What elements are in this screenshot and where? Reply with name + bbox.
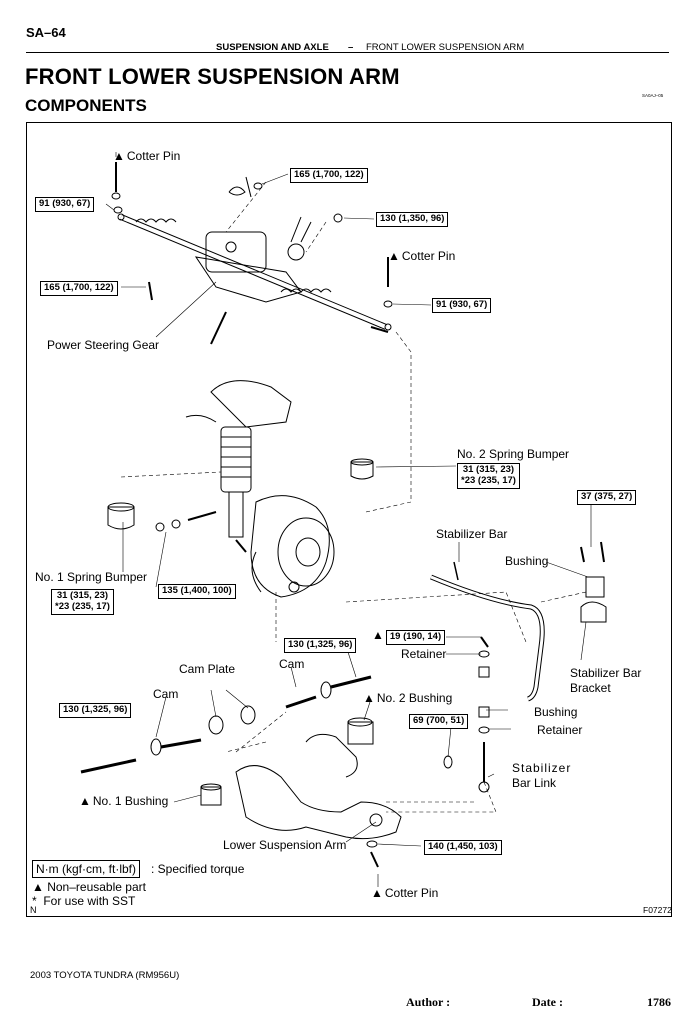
label-retainer-top: Retainer	[401, 647, 447, 661]
torque-37: 37 (375, 27)	[577, 490, 637, 505]
legend-n-mark: N	[30, 905, 37, 915]
legend-unit-box: N·m (kgf·cm, ft·lbf)	[32, 860, 140, 878]
label-lower-suspension-arm: Lower Suspension Arm	[223, 838, 347, 852]
label-cam-plate: Cam Plate	[179, 662, 236, 676]
label-no1-spring-bumper: No. 1 Spring Bumper	[35, 570, 148, 584]
legend-non-reusable: ▲ Non–reusable part	[32, 880, 146, 894]
stabilizer-bar-drawing	[430, 541, 607, 702]
torque-31-right: 31 (315, 23)*23 (235, 17)	[457, 463, 520, 489]
label-no2-bushing: ▲No. 2 Bushing	[363, 691, 453, 705]
strut-knuckle-drawing	[185, 380, 335, 598]
section-separator: –	[348, 42, 354, 53]
diagram-frame	[26, 122, 672, 917]
label-cotter-pin-top: ▲Cotter Pin	[113, 149, 181, 163]
stabilizer-link-drawing	[443, 636, 490, 793]
torque-91-right: 91 (930, 67)	[432, 298, 492, 313]
label-torque-19: ▲19 (190, 14)	[372, 628, 446, 645]
header-rule	[26, 52, 669, 53]
subsection-title: FRONT LOWER SUSPENSION ARM	[366, 42, 525, 53]
torque-165-left: 165 (1,700, 122)	[40, 281, 118, 296]
cams-bushings-drawing	[80, 675, 374, 806]
legend-sst: * For use with SST	[32, 894, 136, 908]
page-title: FRONT LOWER SUSPENSION ARM	[25, 64, 400, 89]
non-reusable-triangle-icon: ▲	[363, 691, 375, 705]
spring-bumpers-drawing	[107, 458, 374, 553]
non-reusable-triangle-icon: ▲	[371, 886, 383, 900]
lower-arm-drawing	[235, 733, 402, 868]
label-power-steering-gear: Power Steering Gear	[47, 338, 160, 352]
label-cotter-pin-right: ▲Cotter Pin	[388, 249, 456, 263]
label-stabilizer-bar: Stabilizer Bar	[436, 527, 508, 541]
torque-130-left: 130 (1,325, 96)	[59, 703, 132, 718]
sst-asterisk-icon: *	[32, 894, 44, 908]
torque-69: 69 (700, 51)	[409, 714, 469, 729]
footer-author: Author :	[406, 995, 451, 1009]
torque-31-left: 31 (315, 23)*23 (235, 17)	[51, 589, 114, 615]
figure-ref-top: SA0AJ–05	[642, 93, 664, 98]
torque-140: 140 (1,450, 103)	[424, 840, 502, 855]
section-title: SUSPENSION AND AXLE	[216, 42, 329, 53]
footer-model: 2003 TOYOTA TUNDRA (RM956U)	[30, 970, 180, 981]
legend-specified-torque: : Specified torque	[151, 862, 245, 876]
page-subtitle: COMPONENTS	[25, 96, 147, 115]
components-diagram	[80, 152, 607, 887]
torque-91-left: 91 (930, 67)	[35, 197, 95, 212]
non-reusable-triangle-icon: ▲	[372, 628, 384, 642]
label-no2-spring-bumper: No. 2 Spring Bumper	[457, 447, 570, 461]
label-bushing-top: Bushing	[505, 554, 549, 568]
label-bushing-mid: Bushing	[534, 705, 578, 719]
torque-165-top: 165 (1,700, 122)	[290, 168, 368, 183]
footer-date: Date :	[532, 995, 563, 1009]
power-steering-gear-drawing	[117, 213, 392, 333]
non-reusable-triangle-icon: ▲	[113, 149, 125, 163]
torque-135: 135 (1,400, 100)	[158, 584, 236, 599]
label-retainer-bottom: Retainer	[537, 723, 583, 737]
label-cam-right: Cam	[279, 657, 305, 671]
non-reusable-triangle-icon: ▲	[388, 249, 400, 263]
torque-130-top: 130 (1,350, 96)	[376, 212, 449, 227]
top-fasteners-drawing	[111, 162, 393, 345]
footer-page-number: 1786	[647, 995, 671, 1009]
figure-id: F07272	[643, 905, 672, 915]
page-code: SA–64	[26, 25, 66, 40]
label-no1-bushing: ▲No. 1 Bushing	[79, 794, 169, 808]
non-reusable-triangle-icon: ▲	[32, 880, 48, 894]
label-cam-left: Cam	[153, 687, 179, 701]
non-reusable-triangle-icon: ▲	[79, 794, 91, 808]
torque-130-cam: 130 (1,325, 96)	[284, 638, 357, 653]
label-cotter-pin-bottom: ▲Cotter Pin	[371, 886, 439, 900]
